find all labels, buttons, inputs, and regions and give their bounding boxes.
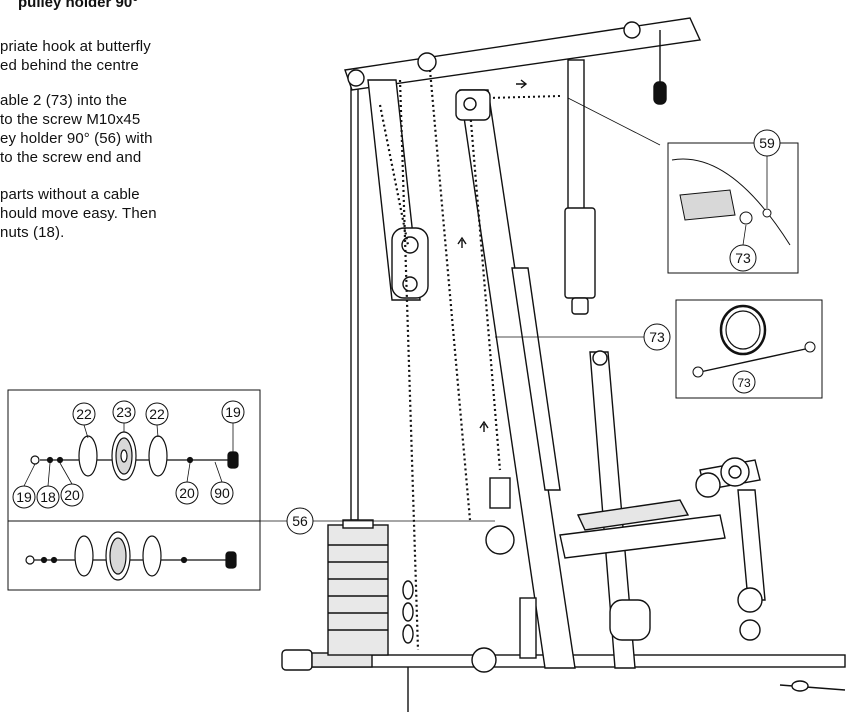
callout-56-pulley-holder: 56 <box>260 507 495 535</box>
svg-text:20: 20 <box>64 487 80 503</box>
instruction-line: able 2 (73) into the <box>0 92 128 109</box>
svg-text:73: 73 <box>649 329 665 345</box>
part-callout: 19 <box>12 485 36 509</box>
svg-text:22: 22 <box>149 406 165 422</box>
svg-text:59: 59 <box>759 135 775 151</box>
step-title: pulley holder 90° <box>18 0 139 11</box>
part-callout: 22 <box>72 402 96 426</box>
part-callout: 22 <box>145 402 169 426</box>
gym-machine <box>281 17 846 712</box>
part-callout: 18 <box>36 485 60 509</box>
svg-text:18: 18 <box>40 489 56 505</box>
exploded-pulley-top <box>30 431 239 481</box>
instruction-line: ey holder 90° (56) with <box>0 130 153 147</box>
svg-text:73: 73 <box>735 250 751 266</box>
svg-text:56: 56 <box>292 513 308 529</box>
callout-73-detail: 73 <box>729 224 757 272</box>
part-callout: 90 <box>210 481 234 505</box>
svg-text:20: 20 <box>179 485 195 501</box>
instruction-line: ed behind the centre <box>0 57 139 74</box>
svg-text:90: 90 <box>214 485 230 501</box>
svg-text:73: 73 <box>737 376 751 390</box>
cable-coil-inset: 73 <box>675 299 823 399</box>
weight-stack <box>327 519 389 656</box>
part-callout: 20 <box>60 483 84 507</box>
svg-text:22: 22 <box>76 406 92 422</box>
svg-text:19: 19 <box>225 404 241 420</box>
callout-73-cable: 73 <box>495 323 671 351</box>
instruction-line: parts without a cable <box>0 186 140 203</box>
instruction-line: to the screw M10x45 <box>0 111 141 128</box>
instruction-line: nuts (18). <box>0 224 65 241</box>
callout-59: 59 <box>753 129 781 208</box>
svg-text:23: 23 <box>116 404 132 420</box>
instruction-line: to the screw end and <box>0 149 142 166</box>
part-callout: 19 <box>221 400 245 424</box>
detail-inset-hook <box>567 97 799 274</box>
svg-text:19: 19 <box>16 489 32 505</box>
part-callout: 23 <box>112 400 136 424</box>
assembled-pulley-bottom <box>25 531 237 581</box>
part-callout: 20 <box>175 481 199 505</box>
instruction-line: priate hook at butterfly <box>0 38 151 55</box>
instruction-line: hould move easy. Then <box>0 205 157 222</box>
exploded-parts-box: 22 23 22 19 19 18 20 20 <box>7 389 261 591</box>
